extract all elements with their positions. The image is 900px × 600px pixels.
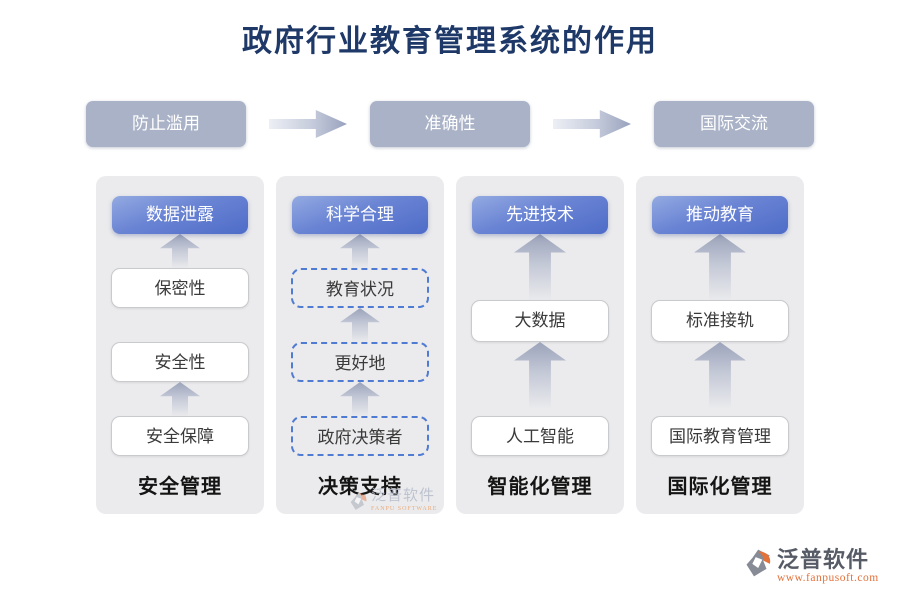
- node-safety: 安全性: [111, 342, 249, 382]
- up-arrow-icon: [694, 342, 746, 408]
- brand-name: 泛普软件: [371, 488, 436, 504]
- panel-intelligent-management: 先进技术 大数据 人工智能 智能化管理: [456, 176, 624, 514]
- right-arrow-icon: [269, 110, 347, 138]
- node-better: 更好地: [291, 342, 429, 382]
- flow-step-international-exchange: 国际交流: [654, 101, 814, 147]
- node-international-education-management: 国际教育管理: [651, 416, 789, 456]
- panel-decision-support: 科学合理 教育状况 更好地 政府决策者 决策支持: [276, 176, 444, 514]
- fanpu-watermark: 泛普软件 FANPU SOFTWARE: [349, 489, 437, 512]
- brand-subtext: FANPU SOFTWARE: [371, 506, 438, 512]
- panel-label-intelligent: 智能化管理: [487, 476, 593, 498]
- panel-label-decision: 决策支持: [318, 476, 402, 498]
- panels-row: 数据泄露 保密性 安全性 安全保障 安全管理 科学合理 教育状况 更好地 政府决…: [96, 176, 804, 514]
- up-arrow-icon: [160, 234, 200, 268]
- up-arrow-icon: [160, 382, 200, 416]
- node-government-decision-makers: 政府决策者: [291, 416, 429, 456]
- node-data-leak: 数据泄露: [112, 196, 248, 234]
- flow-step-accuracy: 准确性: [370, 101, 530, 147]
- node-big-data: 大数据: [471, 300, 609, 342]
- panel-label-security: 安全管理: [138, 476, 222, 498]
- node-education-status: 教育状况: [291, 268, 429, 308]
- brand-icon: [746, 549, 771, 577]
- node-advanced-technology: 先进技术: [472, 196, 608, 234]
- watermark-texts: 泛普软件 FANPU SOFTWARE: [371, 488, 438, 513]
- node-standard-alignment: 标准接轨: [651, 300, 789, 342]
- logo-texts: 泛普软件 www.fanpusoft.com: [777, 547, 879, 586]
- node-artificial-intelligence: 人工智能: [471, 416, 609, 456]
- panel-international-management: 推动教育 标准接轨 国际教育管理 国际化管理: [636, 176, 804, 514]
- brand-url: www.fanpusoft.com: [777, 572, 879, 585]
- panel-security-management: 数据泄露 保密性 安全性 安全保障 安全管理: [96, 176, 264, 514]
- up-arrow-icon: [514, 234, 566, 300]
- up-arrow-icon: [340, 234, 380, 268]
- node-promote-education: 推动教育: [652, 196, 788, 234]
- node-security-guarantee: 安全保障: [111, 416, 249, 456]
- right-arrow-icon: [553, 110, 631, 138]
- page-title: 政府行业教育管理系统的作用: [242, 25, 658, 58]
- top-flow-row: 防止滥用 准确性 国际交流: [0, 100, 900, 148]
- brand-icon: [350, 492, 367, 510]
- up-arrow-icon: [340, 308, 380, 342]
- fanpu-logo: 泛普软件 www.fanpusoft.com: [744, 547, 879, 586]
- up-arrow-icon: [694, 234, 746, 300]
- node-scientific-rational: 科学合理: [292, 196, 428, 234]
- brand-name: 泛普软件: [777, 547, 870, 572]
- flow-step-prevent-abuse: 防止滥用: [86, 101, 246, 147]
- up-arrow-icon: [514, 342, 566, 408]
- up-arrow-icon: [340, 382, 380, 416]
- panel-label-international: 国际化管理: [667, 476, 773, 498]
- node-confidentiality: 保密性: [111, 268, 249, 308]
